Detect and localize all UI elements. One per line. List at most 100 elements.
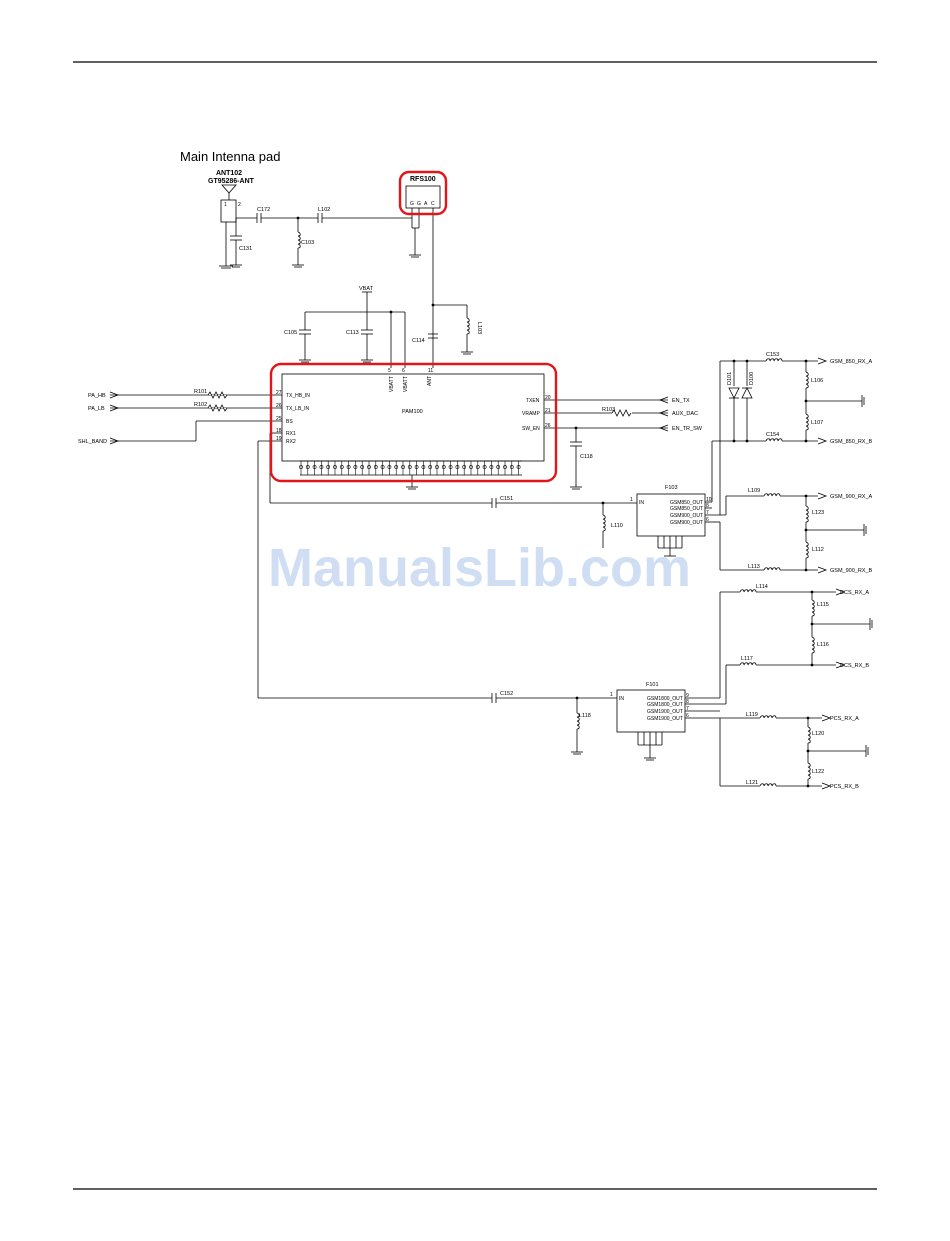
label-l107: L107 (811, 420, 823, 426)
f101-out-1: GSM1800_OUT (647, 696, 683, 702)
net-gsm850-a: GSM_850_RX_A (830, 359, 873, 365)
f101-ref: F101 (646, 682, 659, 688)
label-c105: C105 (284, 330, 297, 336)
pam-left-name-rx1: RX1 (286, 431, 296, 437)
f103-in-num: 1 (630, 497, 633, 503)
ant-pin-1: 1 (224, 202, 227, 208)
pam-ref: PAM100 (402, 409, 423, 415)
f103-pin-8: 8 (706, 503, 709, 509)
net-pcs-a: PCS_RX_A (830, 716, 859, 722)
label-l106: L106 (811, 378, 823, 384)
f101-in: IN (619, 696, 624, 702)
pam-top-pin-vbatt1: VBATT (389, 376, 395, 392)
label-l102: L102 (318, 207, 330, 213)
label-l110: L110 (611, 523, 623, 529)
pam-left-name-tx-lb: TX_LB_IN (286, 406, 309, 412)
pam-top-num-6: 6 (402, 368, 405, 374)
label-l116: L116 (817, 642, 829, 648)
net-en-tr-sw: EN_TR_SW (672, 426, 703, 432)
pam-left-num-25: 25 (276, 416, 282, 422)
f101-in-num: 1 (610, 692, 613, 698)
label-l123: L123 (812, 510, 824, 516)
f103-out-4: GSM900_OUT (670, 520, 703, 526)
pam-left-name-rx2: RX2 (286, 439, 296, 445)
net-gsm900-b: GSM_900_RX_B (830, 568, 873, 574)
pam-bottom-pins (299, 461, 521, 475)
f101-pin-8: 8 (686, 699, 689, 705)
net-dcs-b: DCS_RX_B (840, 663, 869, 669)
label-l115: L115 (817, 602, 829, 608)
net-en-tx: EN_TX (672, 398, 690, 404)
pam-top-pin-vbatt2: VBATT (403, 376, 409, 392)
pam-top-num-5: 5 (388, 368, 391, 374)
pam-top-pin-ant: ANT (427, 376, 433, 386)
f103-out-3: GSM900_OUT (670, 513, 703, 519)
label-c113: C113 (346, 330, 359, 336)
label-r101: R101 (194, 389, 207, 395)
label-l117: L117 (741, 656, 753, 662)
label-l114: L114 (756, 584, 768, 590)
label-c131: C131 (239, 246, 252, 252)
label-c154: C154 (766, 432, 779, 438)
antenna-ref: ANT102 (216, 170, 242, 177)
pam-right-num-20: 20 (545, 395, 551, 401)
pam-left-num-19: 19 (276, 436, 282, 442)
f103-in: IN (639, 500, 644, 506)
rfs-pin-3: A (424, 201, 428, 207)
label-l120: L120 (812, 731, 824, 737)
pam-right-num-26: 26 (545, 423, 551, 429)
label-c152: C152 (500, 691, 513, 697)
f103-pin-10: 10 (706, 497, 712, 503)
label-l112: L112 (812, 547, 824, 553)
label-c153: C153 (766, 352, 779, 358)
pam-left-num-27: 27 (276, 390, 282, 396)
f101-pin-6: 6 (686, 713, 689, 719)
label-c114: C114 (412, 338, 425, 344)
label-r102: R102 (194, 402, 207, 408)
antenna-part: GT95286-ANT (208, 178, 255, 185)
label-l122: L122 (812, 769, 824, 775)
ant-pin-2: 2 (238, 202, 241, 208)
label-c151: C151 (500, 496, 513, 502)
pam-left-num-18: 18 (276, 428, 282, 434)
rfs-pin-4: C (431, 201, 435, 207)
rfs-pin-1: G (410, 201, 414, 207)
rfs-highlight (398, 170, 448, 216)
rfs-ref: RFS100 (410, 176, 436, 183)
pam-right-name-txen: TXEN (526, 398, 540, 404)
f103-pin-6: 6 (706, 517, 709, 523)
net-shl-band: SHL_BAND (78, 439, 107, 445)
label-c118: C118 (580, 454, 593, 460)
pam-right-name-sw-en: SW_EN (522, 426, 540, 432)
f103-pin-7: 7 (706, 510, 709, 516)
f101-out-3: GSM1900_OUT (647, 709, 683, 715)
label-c172: C172 (257, 207, 270, 213)
pam-highlight (269, 362, 558, 483)
net-pcs-b: PCS_RX_B (830, 784, 859, 790)
net-gsm850-b: GSM_850_RX_B (830, 439, 873, 445)
f101-out-2: GSM1800_OUT (647, 702, 683, 708)
f101-out-4: GSM1900_OUT (647, 716, 683, 722)
f101-pin-9: 9 (686, 693, 689, 699)
net-dcs-a: DCS_RX_A (840, 590, 869, 596)
label-l118: L118 (579, 713, 591, 719)
pam-right-name-vramp: VRAMP (522, 411, 540, 417)
label-l109: L109 (748, 488, 760, 494)
net-gsm900-a: GSM_900_RX_A (830, 494, 873, 500)
net-aux-dac: AUX_DAC (672, 411, 698, 417)
label-c103: C103 (301, 240, 314, 246)
label-d101: D101 (727, 372, 733, 385)
f101-pin-7: 7 (686, 706, 689, 712)
f103-out-1: GSM850_OUT (670, 500, 703, 506)
pam-left-num-26: 26 (276, 403, 282, 409)
pam-left-name-tx-hb: TX_HB_IN (286, 393, 310, 399)
net-pa-hb: PA_HB (88, 393, 106, 399)
f103-ref: F103 (665, 485, 678, 491)
label-l119: L119 (746, 712, 758, 718)
label-d100: D100 (749, 372, 755, 385)
page-title: Main Intenna pad (180, 149, 280, 164)
label-r103: R103 (602, 407, 615, 413)
watermark: ManualsLib.com (268, 538, 691, 598)
label-l103: L103 (476, 322, 482, 334)
